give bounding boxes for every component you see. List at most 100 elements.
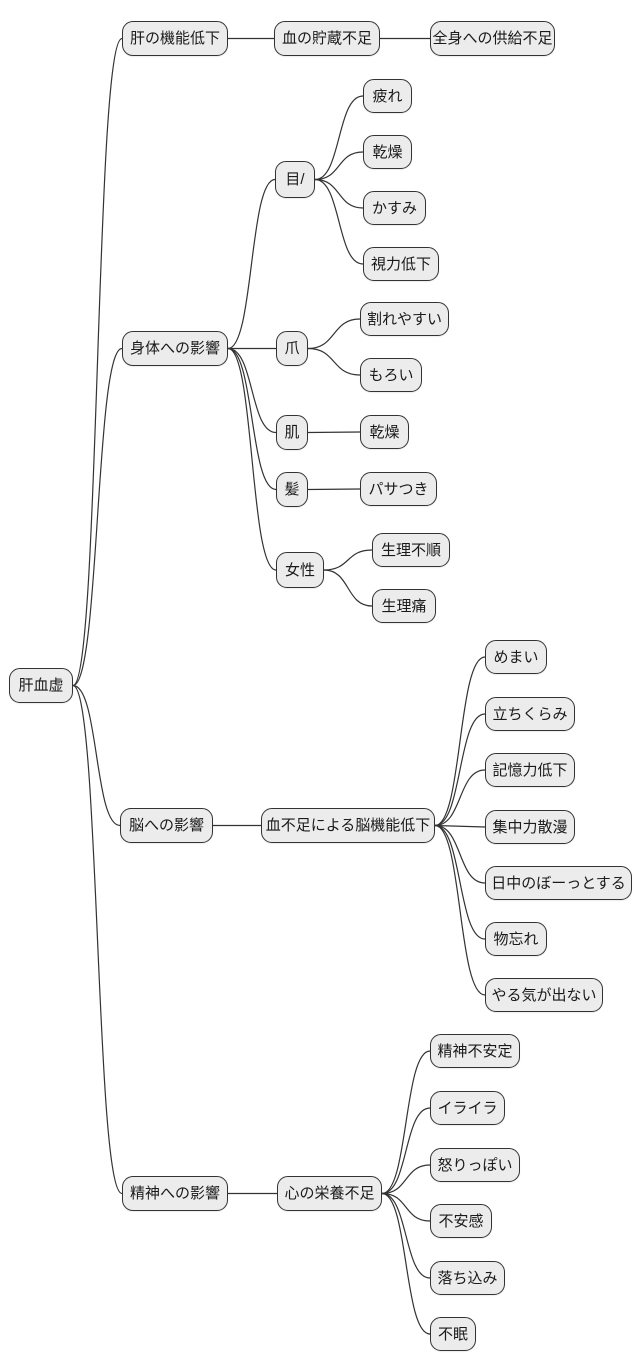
edge-eyes-eye-blur <box>314 178 364 209</box>
edge-body-effects-skin <box>227 347 277 434</box>
edge-brain-hypofunction-lightheadedness <box>434 713 486 827</box>
node-no-motivation: やる気が出ない <box>485 978 603 1012</box>
node-label: 全身への供給不足 <box>432 30 553 47</box>
node-label: 女性 <box>284 561 315 579</box>
node-nail-breakable: 割れやすい <box>360 302 449 336</box>
edge-heart-malnutrition-low-mood <box>381 1192 431 1279</box>
edge-women-irregular-period <box>323 549 373 571</box>
node-label: 精神への影響 <box>129 1185 220 1202</box>
node-supply-shortage: 全身への供給不足 <box>430 21 555 56</box>
node-label: 精神不安定 <box>437 1042 513 1060</box>
edge-nails-nail-fragile <box>307 347 361 376</box>
node-brain-hypofunction: 血不足による脳機能低下 <box>261 808 435 843</box>
node-label: パサつき <box>368 480 429 498</box>
node-root: 肝血虚 <box>9 668 73 703</box>
node-heart-malnutrition: 心の栄養不足 <box>277 1176 382 1211</box>
node-irritability: イライラ <box>430 1091 505 1125</box>
node-label: 不安感 <box>438 1212 484 1230</box>
node-nails: 爪 <box>276 331 308 366</box>
edge-root-body-effects <box>72 347 123 687</box>
node-label: かすみ <box>371 199 417 217</box>
node-label: 物忘れ <box>493 930 539 948</box>
edge-brain-hypofunction-daytime-fog <box>434 824 486 884</box>
node-skin: 肌 <box>276 415 308 450</box>
node-hair-dryness: パサつき <box>360 472 437 506</box>
node-eye-vision-loss: 視力低下 <box>363 247 439 281</box>
node-label: 集中力散漫 <box>492 818 568 836</box>
node-label: 怒りっぽい <box>437 1156 513 1174</box>
edge-heart-malnutrition-irritability <box>381 1107 431 1195</box>
node-brain-effects: 脳への影響 <box>120 808 213 843</box>
node-lightheadedness: 立ちくらみ <box>485 697 575 731</box>
node-label: もろい <box>368 366 414 384</box>
edge-root-mental-effects <box>72 684 123 1195</box>
node-label: 乾燥 <box>372 143 403 161</box>
node-mental-effects: 精神への影響 <box>122 1176 228 1211</box>
node-insomnia: 不眠 <box>430 1317 476 1351</box>
node-label: 血不足による脳機能低下 <box>265 817 431 834</box>
node-eye-blur: かすみ <box>363 191 426 225</box>
node-blood-storage: 血の貯蔵不足 <box>274 21 380 56</box>
edge-body-effects-hair <box>227 347 277 491</box>
edge-heart-malnutrition-anxiety <box>381 1192 431 1222</box>
edge-heart-malnutrition-insomnia <box>381 1192 431 1335</box>
edge-body-effects-eyes <box>227 178 276 350</box>
node-nail-fragile: もろい <box>360 358 422 392</box>
edge-root-brain-effects <box>72 684 121 827</box>
node-eyes: 目/ <box>275 161 315 198</box>
node-skin-dryness: 乾燥 <box>360 415 409 449</box>
node-low-mood: 落ち込み <box>430 1261 505 1295</box>
node-label: 髪 <box>284 481 300 498</box>
node-label: 心の栄養不足 <box>284 1185 375 1202</box>
edge-eyes-eye-dryness <box>314 151 364 181</box>
node-short-temper: 怒りっぽい <box>430 1148 520 1182</box>
node-eye-fatigue: 疲れ <box>363 79 412 113</box>
node-label: 疲れ <box>372 87 403 105</box>
node-label: 落ち込み <box>437 1269 498 1287</box>
edge-brain-hypofunction-dizziness <box>434 656 486 827</box>
node-memory-decline: 記憶力低下 <box>485 753 575 787</box>
node-label: 記憶力低下 <box>492 761 568 779</box>
edge-brain-hypofunction-forgetfulness <box>434 824 486 940</box>
edge-nails-nail-breakable <box>307 318 361 350</box>
node-label: めまい <box>493 648 539 666</box>
edge-heart-malnutrition-mental-instability <box>381 1050 431 1195</box>
node-women: 女性 <box>276 552 324 588</box>
edge-eyes-eye-vision-loss <box>314 178 364 265</box>
node-anxiety: 不安感 <box>430 1204 492 1238</box>
node-label: 血の貯蔵不足 <box>281 30 372 47</box>
node-label: 身体への影響 <box>129 340 220 357</box>
node-label: 乾燥 <box>369 423 400 441</box>
node-dizziness: めまい <box>485 640 547 674</box>
node-hair: 髪 <box>276 472 308 507</box>
node-label: イライラ <box>437 1099 498 1117</box>
node-label: 視力低下 <box>370 255 431 273</box>
edge-brain-hypofunction-poor-concentration <box>434 824 486 828</box>
node-label: 目/ <box>285 171 305 188</box>
node-label: 脳への影響 <box>128 817 204 834</box>
edge-body-effects-women <box>227 347 277 571</box>
node-label: 割れやすい <box>366 310 442 328</box>
node-label: 爪 <box>284 340 300 357</box>
node-period-pain: 生理痛 <box>372 589 436 623</box>
edge-hair-hair-dryness <box>307 488 361 491</box>
node-poor-concentration: 集中力散漫 <box>485 810 575 844</box>
node-daytime-fog: 日中のぼーっとする <box>485 866 632 900</box>
edge-skin-skin-dryness <box>307 431 361 434</box>
node-label: 生理不順 <box>380 541 441 559</box>
node-liver-function: 肝の機能低下 <box>122 21 228 56</box>
node-forgetfulness: 物忘れ <box>485 922 547 956</box>
node-irregular-period: 生理不順 <box>372 533 450 567</box>
edge-brain-hypofunction-memory-decline <box>434 769 486 827</box>
node-body-effects: 身体への影響 <box>122 331 228 366</box>
edge-brain-hypofunction-no-motivation <box>434 824 486 996</box>
node-mental-instability: 精神不安定 <box>430 1034 520 1068</box>
edge-eyes-eye-fatigue <box>314 95 364 181</box>
node-label: 不眠 <box>437 1325 468 1343</box>
edge-women-period-pain <box>323 569 373 607</box>
node-label: 生理痛 <box>381 597 427 615</box>
node-label: 肝血虚 <box>18 677 64 694</box>
node-label: 肝の機能低下 <box>129 30 220 47</box>
